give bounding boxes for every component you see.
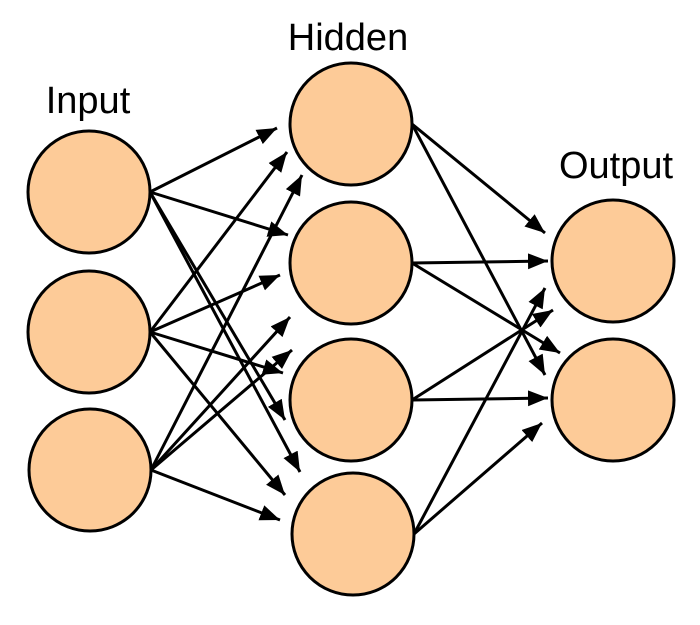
node-input-1 (26, 129, 152, 255)
nodes-group (26, 61, 676, 597)
connection-hidden-1-output-1 (411, 122, 546, 235)
node-output-2 (550, 337, 676, 463)
connection-input-1-hidden-1 (149, 126, 278, 194)
node-input-3 (27, 407, 153, 533)
connection-input-2-hidden-4 (148, 331, 287, 496)
connection-input-3-hidden-2 (149, 315, 292, 472)
connection-hidden-4-output-1 (412, 287, 547, 535)
labels-group: Input Hidden Output (46, 17, 674, 187)
hidden-layer-label: Hidden (288, 17, 408, 59)
node-hidden-4 (290, 471, 416, 597)
connection-input-1-hidden-4 (148, 191, 302, 473)
output-layer-label: Output (559, 145, 674, 187)
connection-hidden-2-output-1 (411, 253, 549, 270)
connection-input-3-hidden-3 (150, 348, 293, 472)
node-hidden-3 (288, 337, 414, 463)
node-hidden-1 (288, 61, 414, 187)
connection-input-2-hidden-1 (148, 151, 289, 333)
connection-input-3-hidden-4 (150, 468, 281, 522)
connection-input-1-hidden-3 (148, 191, 287, 421)
connections-group (148, 122, 561, 536)
connection-hidden-2-output-2 (411, 261, 561, 355)
input-layer-label: Input (46, 80, 131, 122)
connection-hidden-3-output-1 (411, 308, 554, 402)
connection-input-2-hidden-3 (149, 330, 284, 375)
connection-input-1-hidden-2 (149, 190, 289, 237)
connection-hidden-4-output-2 (413, 421, 543, 536)
connection-hidden-1-output-2 (410, 123, 547, 376)
node-output-1 (550, 198, 676, 324)
connection-hidden-3-output-2 (411, 390, 549, 407)
node-hidden-2 (288, 200, 414, 326)
node-input-2 (26, 269, 152, 395)
